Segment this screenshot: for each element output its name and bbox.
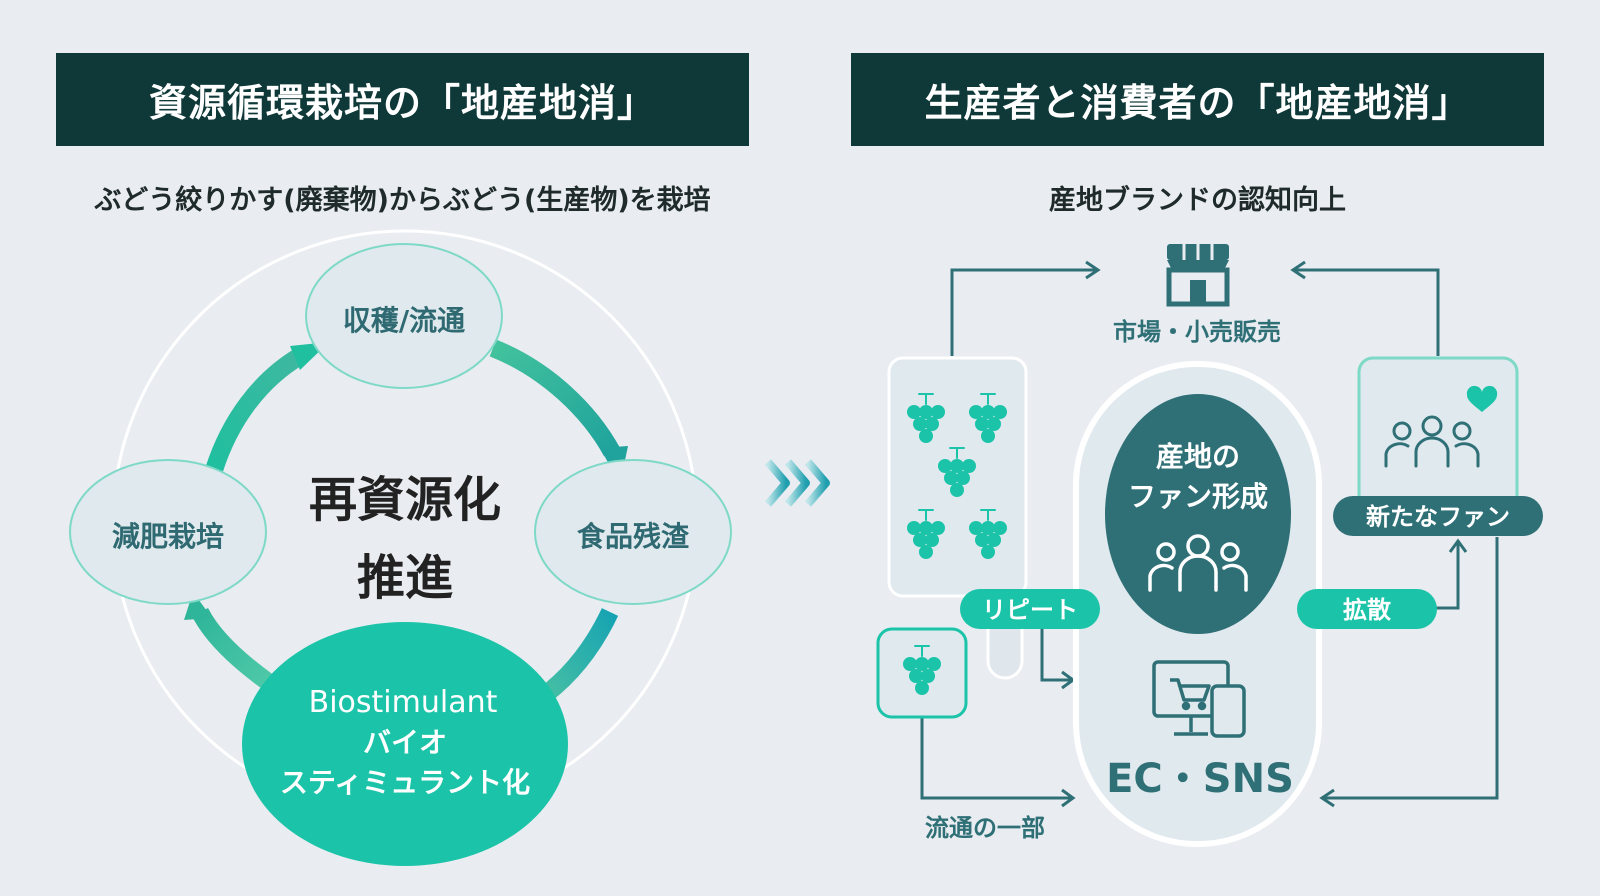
- fan-formation-bubble: [1105, 394, 1291, 634]
- food-residue-label: 食品残渣: [577, 520, 690, 553]
- center-label-line2: 推進: [357, 550, 453, 606]
- center-label-line1: 再資源化: [309, 472, 501, 528]
- spread-label: 拡散: [1343, 596, 1391, 624]
- bio-label-line2: バイオ: [363, 726, 447, 759]
- bio-label-en: Biostimulant: [309, 685, 498, 720]
- node-harvest: [305, 243, 503, 389]
- left-title: 資源循環栽培の「地産地消」: [148, 81, 656, 125]
- flow-lines: [920, 260, 1499, 808]
- node-fertilizer: [69, 459, 267, 605]
- fan-label-line1: 産地の: [1156, 440, 1240, 473]
- node-food-residue: [534, 459, 732, 605]
- harvest-label: 収穫/流通: [343, 304, 465, 337]
- people-icon: [1384, 415, 1480, 468]
- distribution-label: 流通の一部: [925, 814, 1045, 842]
- right-title-banner: 生産者と消費者の「地産地消」: [851, 53, 1544, 146]
- heart-icon: [1466, 385, 1498, 412]
- devices-cart-icon: [1152, 660, 1246, 738]
- fertilizer-label: 減肥栽培: [112, 520, 224, 553]
- left-title-banner: 資源循環栽培の「地産地消」: [56, 53, 749, 146]
- right-title: 生産者と消費者の「地産地消」: [924, 81, 1471, 125]
- store-icon: [1166, 244, 1230, 307]
- people-icon: [1148, 534, 1248, 592]
- spread-pill: [1297, 589, 1437, 629]
- right-subtitle: 産地ブランドの認知向上: [1049, 185, 1346, 216]
- repeat-label: リピート: [982, 596, 1078, 624]
- ec-sns-label: EC・SNS: [1106, 756, 1294, 802]
- repeat-pill: [960, 589, 1100, 629]
- fan-label-line2: ファン形成: [1128, 480, 1268, 513]
- new-fans-pill: [1333, 496, 1543, 536]
- bio-label-line3: スティミュラント化: [280, 766, 530, 799]
- triple-chevron-right-icon: [764, 459, 830, 507]
- left-subtitle: ぶどう絞りかす(廃棄物)からぶどう(生産物)を栽培: [94, 185, 711, 216]
- new-fans-label: 新たなファン: [1366, 503, 1510, 531]
- market-label: 市場・小売販売: [1113, 318, 1281, 346]
- node-biostimulant: [242, 622, 568, 866]
